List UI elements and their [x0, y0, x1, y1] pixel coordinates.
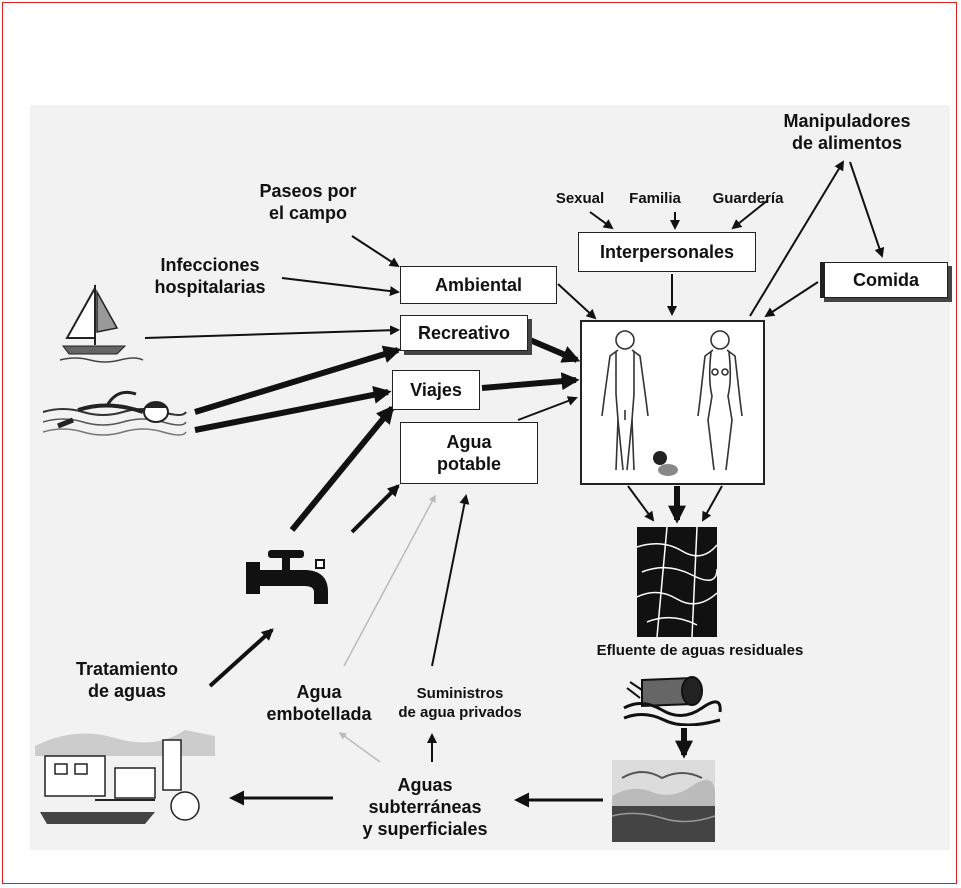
- arrow-viajes-humans: [481, 372, 580, 391]
- arrow-agua-potable-humans: [517, 396, 578, 421]
- arrow-faucet-viajes: [289, 405, 395, 532]
- arrow-faucet-agua-potable: [350, 484, 400, 534]
- humans-picture: [580, 320, 765, 485]
- sewer-rocks-picture: [637, 527, 717, 637]
- arrow-recreativo-humans: [528, 337, 581, 363]
- label-familia: Familia: [629, 190, 681, 207]
- arrow-manipuladores-comida: [849, 161, 885, 258]
- label-guarderia: Guardería: [712, 190, 784, 207]
- label-sexual: Sexual: [555, 190, 605, 207]
- arrow-sexual-interpersonales: [589, 211, 614, 230]
- label-agua-embotellada: Agua embotellada: [266, 682, 372, 724]
- label-paseos-por-el-campo: Paseos por el campo: [259, 181, 357, 223]
- arrow-humans-rocks-right: [702, 485, 723, 522]
- box-recreativo: Recreativo: [400, 315, 528, 351]
- box-viajes: Viajes: [392, 370, 480, 410]
- water-treatment-picture: [35, 730, 215, 824]
- arrow-paseos-ambiental: [351, 235, 400, 268]
- arrow-suministros-agua-potable: [431, 494, 470, 667]
- arrow-embotellada-agua-potable: [343, 494, 436, 667]
- box-agua-potable: Agua potable: [400, 422, 538, 484]
- label-infecciones-hospitalarias: Infecciones hospitalarias: [154, 255, 266, 297]
- label-tratamiento-de-aguas: Tratamiento de aguas: [75, 659, 179, 701]
- arrow-guarderia-interpersonales: [731, 199, 769, 230]
- arrow-humans-rocks-left: [627, 485, 655, 522]
- box-ambiental: Ambiental: [400, 266, 557, 304]
- effluent-pipe-picture: [623, 676, 722, 726]
- swimmer-picture: [42, 390, 187, 436]
- lake-picture: [612, 760, 715, 842]
- arrow-swimmer-recreativo: [194, 345, 402, 415]
- arrow-sailboat-recreativo: [144, 325, 400, 339]
- arrow-aguas-embotellada: [338, 732, 381, 763]
- box-comida: Comida: [820, 262, 948, 298]
- arrow-swimmer-viajes: [194, 385, 392, 433]
- arrow-ambiental-humans: [557, 283, 597, 320]
- box-interpersonales: Interpersonales: [578, 232, 756, 272]
- sailboat-picture: [59, 284, 144, 363]
- label-suministros-de-agua-privados: Suministros de agua privados: [398, 685, 522, 721]
- arrow-comida-humans: [764, 281, 819, 318]
- label-aguas-subterraneas-y-superficiales: Aguas subterráneas y superficiales: [362, 775, 488, 839]
- arrow-tratamiento-faucet: [208, 628, 274, 688]
- faucet-picture: [246, 550, 328, 604]
- label-manipuladores-de-alimentos: Manipuladores de alimentos: [783, 111, 911, 153]
- arrow-infecciones-ambiental: [281, 277, 400, 297]
- label-efluente-de-aguas-residuales: Efluente de aguas residuales: [596, 642, 804, 659]
- arrow-humans-manipuladores: [749, 160, 845, 317]
